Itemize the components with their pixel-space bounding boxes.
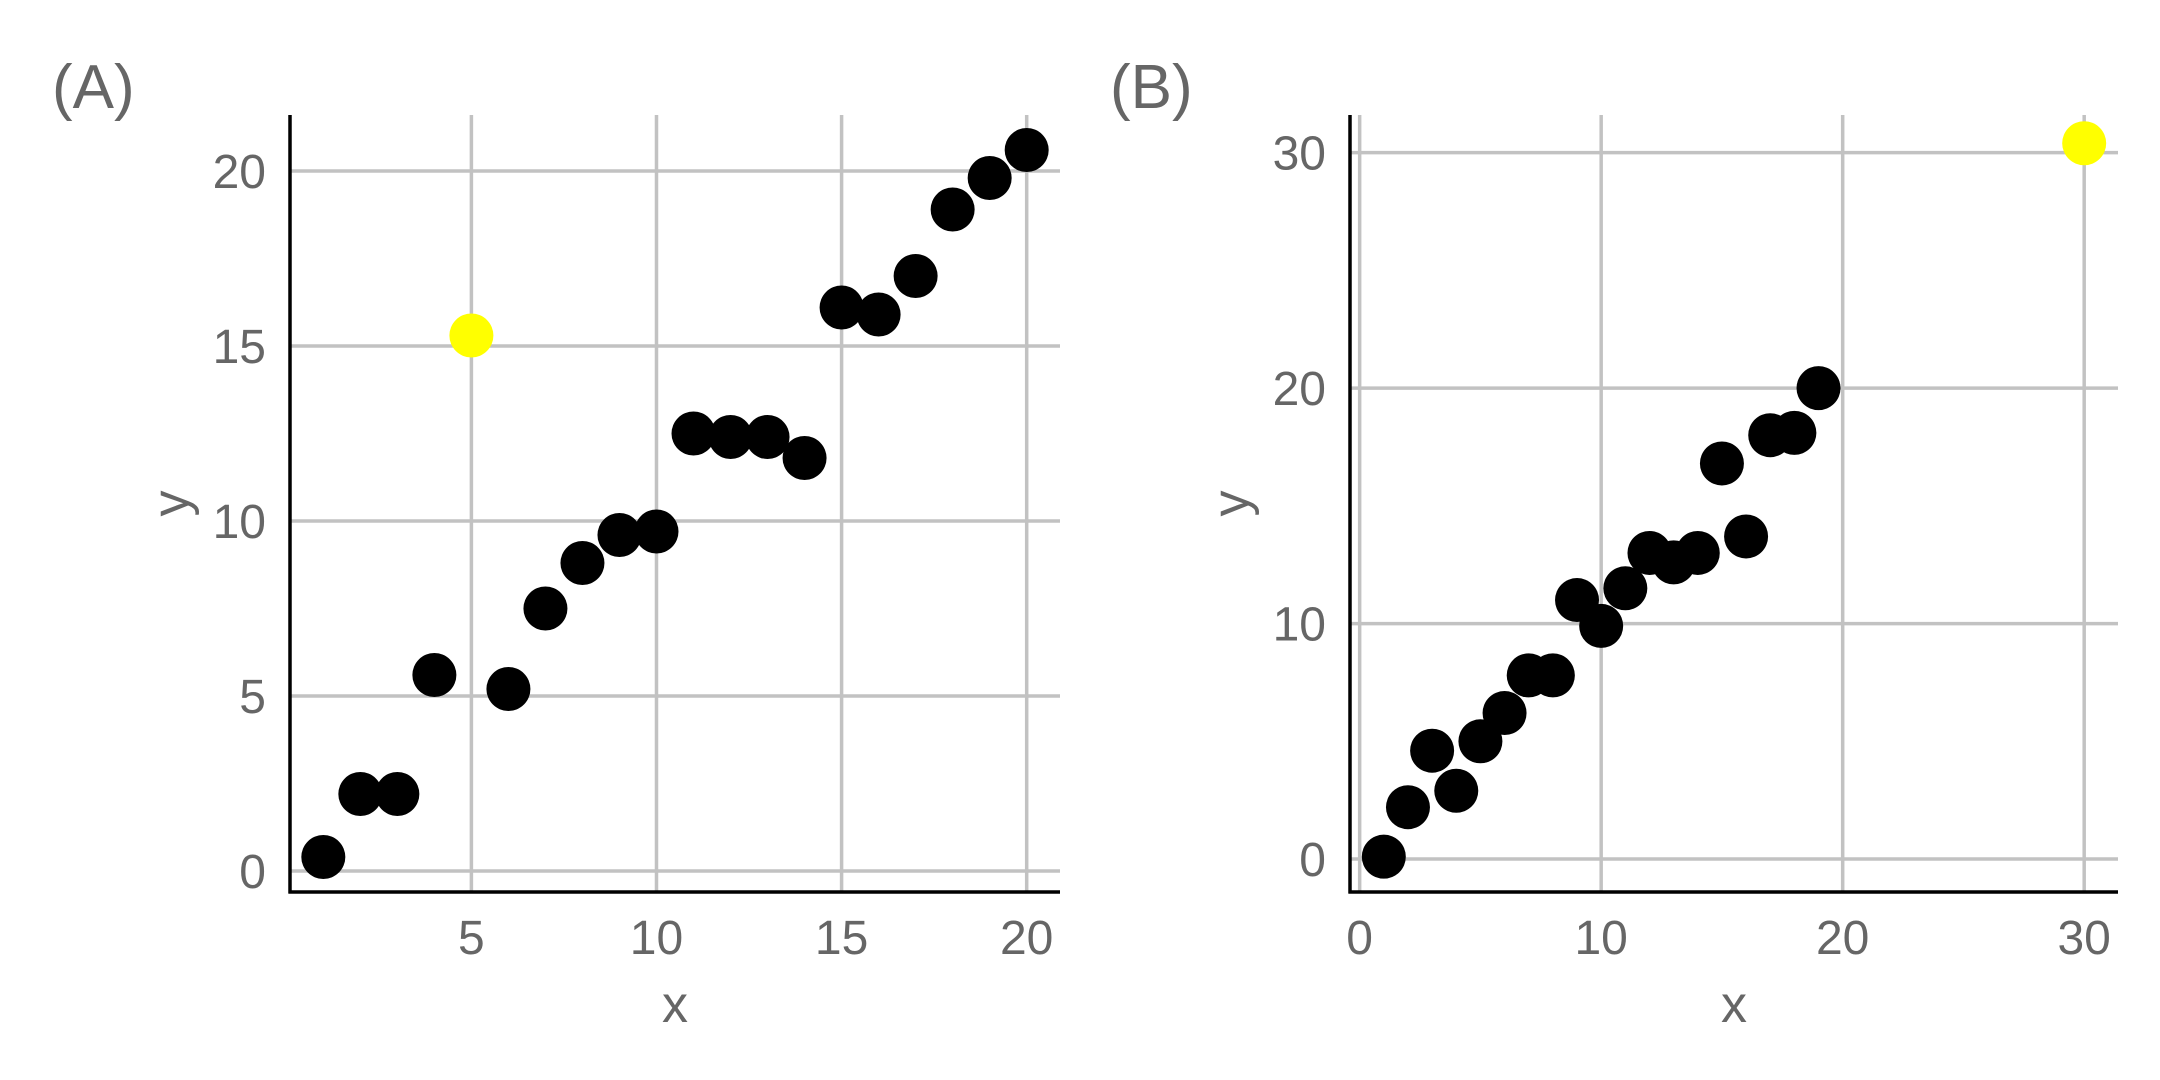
data-point — [1579, 603, 1624, 648]
data-point — [1530, 653, 1575, 698]
data-point — [634, 509, 679, 554]
panel-tag: (B) — [1110, 53, 1193, 122]
data-point — [1603, 566, 1648, 611]
data-point — [1482, 691, 1527, 736]
x-tick-label: 15 — [815, 912, 868, 965]
data-point — [1004, 128, 1049, 172]
x-tick-label: 30 — [2057, 912, 2110, 965]
data-point — [1796, 366, 1841, 411]
y-axis-title: y — [142, 491, 200, 517]
y-tick-label: 5 — [239, 671, 266, 724]
highlighted-point — [449, 313, 494, 358]
x-axis-title: x — [662, 976, 688, 1034]
x-tick-label: 20 — [1816, 912, 1869, 965]
y-tick-label: 10 — [1273, 599, 1326, 652]
data-point — [1410, 728, 1455, 773]
data-point — [967, 156, 1012, 200]
x-tick-label: 10 — [630, 912, 683, 965]
data-point — [375, 772, 420, 816]
data-point — [1772, 410, 1817, 455]
y-tick-label: 10 — [213, 496, 266, 549]
data-point — [1361, 834, 1406, 879]
data-point — [486, 667, 531, 711]
data-point — [560, 541, 605, 585]
y-tick-label: 0 — [1299, 834, 1326, 887]
data-point — [819, 285, 864, 330]
y-tick-label: 0 — [239, 846, 266, 899]
data-point — [1724, 514, 1769, 559]
data-point — [1434, 768, 1479, 813]
x-tick-label: 20 — [1000, 912, 1053, 965]
data-point — [782, 436, 827, 480]
data-point — [412, 653, 457, 697]
x-tick-label: 5 — [458, 912, 485, 965]
y-tick-label: 30 — [1273, 128, 1326, 181]
data-point — [930, 187, 975, 232]
data-point — [671, 411, 716, 456]
data-point — [523, 586, 568, 631]
x-axis-title: x — [1721, 976, 1747, 1034]
panel-tag: (A) — [52, 53, 135, 122]
data-point — [338, 772, 383, 816]
y-tick-label: 15 — [213, 321, 266, 374]
x-tick-label: 10 — [1574, 912, 1627, 965]
data-point — [1699, 441, 1744, 486]
data-point — [597, 513, 642, 557]
data-point — [893, 254, 938, 298]
data-point — [856, 292, 901, 337]
y-tick-label: 20 — [213, 146, 266, 199]
data-point — [301, 835, 346, 879]
data-point — [1385, 785, 1430, 830]
y-axis-title: y — [1202, 491, 1260, 517]
data-point — [745, 415, 790, 459]
x-tick-label: 0 — [1346, 912, 1373, 965]
data-point — [1675, 530, 1720, 575]
data-point — [708, 415, 753, 459]
y-tick-label: 20 — [1273, 363, 1326, 416]
highlighted-point — [2062, 121, 2107, 166]
